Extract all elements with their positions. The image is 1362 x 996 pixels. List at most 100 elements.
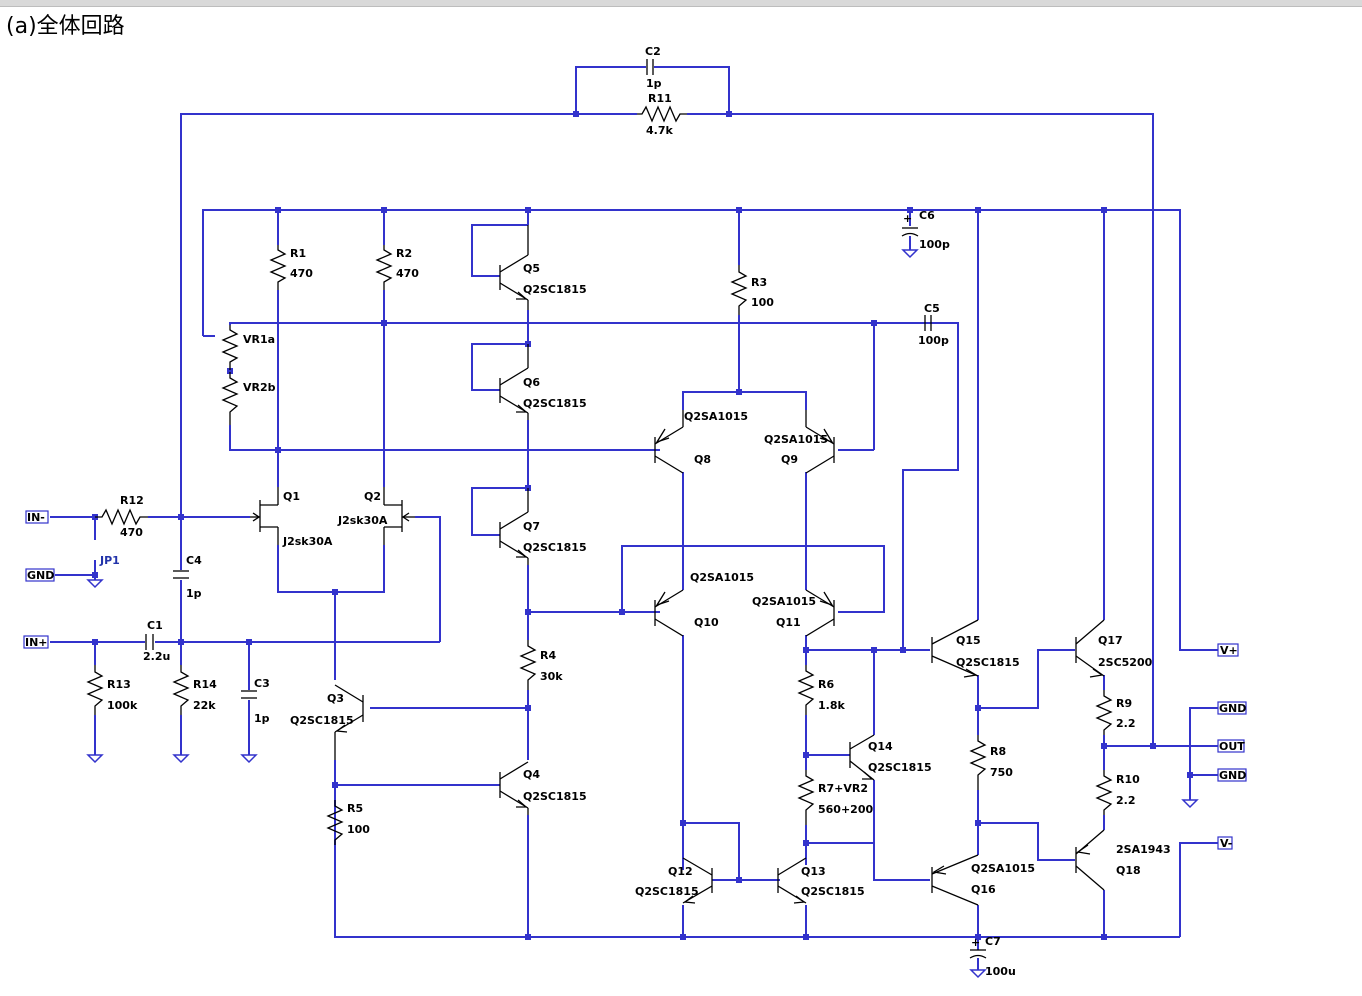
label-q17-ref: Q17 bbox=[1098, 634, 1123, 647]
port-vplus: V+ bbox=[1217, 643, 1239, 657]
resistor-r13 bbox=[86, 665, 104, 715]
label-q18-ref: Q18 bbox=[1116, 864, 1141, 877]
label-q4-val: Q2SC1815 bbox=[523, 790, 587, 803]
capacitor-c6: + bbox=[901, 212, 919, 237]
label-r13-ref: R13 bbox=[107, 678, 131, 691]
resistor-r11 bbox=[637, 105, 687, 123]
label-c5-ref: C5 bbox=[924, 302, 940, 315]
transistor-q8 bbox=[654, 410, 684, 474]
component-labels: C2 1p R11 4.7k C6 100p C5 100p R1 470 R2… bbox=[99, 45, 1171, 978]
capacitors: + + bbox=[145, 59, 987, 959]
label-r5-ref: R5 bbox=[347, 802, 363, 815]
svg-text:V+: V+ bbox=[1220, 644, 1238, 657]
resistor-r10 bbox=[1095, 770, 1113, 815]
label-q1-ref: Q1 bbox=[283, 490, 300, 503]
capacitor-c2 bbox=[646, 59, 654, 75]
label-r2-ref: R2 bbox=[396, 247, 412, 260]
resistor-r1 bbox=[269, 245, 287, 290]
junction-dots bbox=[92, 111, 1193, 940]
port-out: OUT bbox=[1217, 739, 1245, 753]
label-q11-val: Q2SA1015 bbox=[752, 595, 816, 608]
label-q10-ref: Q10 bbox=[694, 616, 719, 629]
label-r14-val: 22k bbox=[193, 699, 216, 712]
label-r6-ref: R6 bbox=[818, 678, 834, 691]
transistor-q9 bbox=[805, 410, 835, 474]
label-q6-ref: Q6 bbox=[523, 376, 540, 389]
capacitor-c7: + bbox=[969, 936, 987, 959]
label-r11-val: 4.7k bbox=[646, 124, 673, 137]
label-c5-val: 100p bbox=[918, 334, 949, 347]
label-r13-val: 100k bbox=[107, 699, 138, 712]
resistor-r6 bbox=[797, 665, 815, 715]
label-c4-val: 1p bbox=[186, 587, 202, 600]
label-r5-val: 100 bbox=[347, 823, 370, 836]
transistor-q3 bbox=[334, 684, 364, 760]
port-gnd-left: GND bbox=[25, 568, 55, 582]
svg-text:V-: V- bbox=[1220, 837, 1232, 850]
label-q5-ref: Q5 bbox=[523, 262, 540, 275]
svg-text:GND: GND bbox=[27, 569, 54, 582]
transistor-q4 bbox=[499, 761, 529, 815]
label-c2-val: 1p bbox=[646, 77, 662, 90]
label-r7-ref: R7+VR2 bbox=[818, 782, 868, 795]
window-top-bar bbox=[0, 0, 1362, 7]
label-q7-val: Q2SC1815 bbox=[523, 541, 587, 554]
port-in-plus: IN+ bbox=[23, 635, 49, 649]
ground-symbols bbox=[86, 249, 1199, 979]
label-vr2b: VR2b bbox=[243, 381, 276, 394]
label-r12-val: 470 bbox=[120, 526, 143, 539]
ports[interactable]: IN- GND IN+ V+ GND OUT GND V- bbox=[23, 510, 1247, 850]
label-q16-ref: Q16 bbox=[971, 883, 996, 896]
label-q13-ref: Q13 bbox=[801, 865, 826, 878]
label-r10-ref: R10 bbox=[1116, 773, 1140, 786]
resistor-r4 bbox=[519, 640, 537, 690]
label-r1-ref: R1 bbox=[290, 247, 306, 260]
capacitor-c1 bbox=[145, 634, 154, 650]
label-q6-val: Q2SC1815 bbox=[523, 397, 587, 410]
label-c2-ref: C2 bbox=[645, 45, 661, 58]
svg-text:IN-: IN- bbox=[27, 511, 45, 524]
transistor-q17 bbox=[1075, 619, 1105, 678]
svg-text:IN+: IN+ bbox=[25, 636, 48, 649]
label-r3-val: 100 bbox=[751, 296, 774, 309]
transistor-q1 bbox=[250, 487, 279, 545]
label-q13-val: Q2SC1815 bbox=[801, 885, 865, 898]
transistor-q15 bbox=[931, 619, 979, 678]
label-q8-val: Q2SA1015 bbox=[684, 410, 748, 423]
label-vr1a: VR1a bbox=[243, 333, 275, 346]
label-c7-ref: C7 bbox=[985, 935, 1001, 948]
label-q1-val: J2sk30A bbox=[282, 535, 333, 548]
label-q5-val: Q2SC1815 bbox=[523, 283, 587, 296]
label-r3-ref: R3 bbox=[751, 276, 767, 289]
label-r9-ref: R9 bbox=[1116, 697, 1132, 710]
label-r2-val: 470 bbox=[396, 267, 419, 280]
resistor-r2 bbox=[375, 245, 393, 290]
resistor-r12 bbox=[95, 508, 148, 526]
label-q16-val: Q2SA1015 bbox=[971, 862, 1035, 875]
label-q9-ref: Q9 bbox=[781, 453, 798, 466]
transistor-q16 bbox=[931, 854, 979, 906]
capacitor-c3 bbox=[241, 690, 257, 699]
label-q12-ref: Q12 bbox=[668, 865, 693, 878]
label-q2-ref: Q2 bbox=[364, 490, 381, 503]
label-c3-val: 1p bbox=[254, 712, 270, 725]
resistor-r14 bbox=[172, 665, 190, 715]
label-q4-ref: Q4 bbox=[523, 768, 540, 781]
resistor-r5 bbox=[326, 800, 344, 845]
label-q17-val: 2SC5200 bbox=[1098, 656, 1153, 669]
resistor-r7 bbox=[797, 770, 815, 825]
transistor-q7 bbox=[499, 488, 529, 565]
transistor-q5 bbox=[499, 225, 529, 310]
label-q3-val: Q2SC1815 bbox=[290, 714, 354, 727]
label-q12-val: Q2SC1815 bbox=[635, 885, 699, 898]
label-c1-val: 2.2u bbox=[143, 650, 170, 663]
transistor-q13 bbox=[777, 857, 807, 904]
label-r1-val: 470 bbox=[290, 267, 313, 280]
label-q10-val: Q2SA1015 bbox=[690, 571, 754, 584]
label-q14-val: Q2SC1815 bbox=[868, 761, 932, 774]
port-gnd-right-1: GND bbox=[1217, 701, 1247, 715]
svg-text:GND: GND bbox=[1219, 769, 1246, 782]
label-q7-ref: Q7 bbox=[523, 520, 540, 533]
transistor-q6 bbox=[499, 344, 529, 420]
